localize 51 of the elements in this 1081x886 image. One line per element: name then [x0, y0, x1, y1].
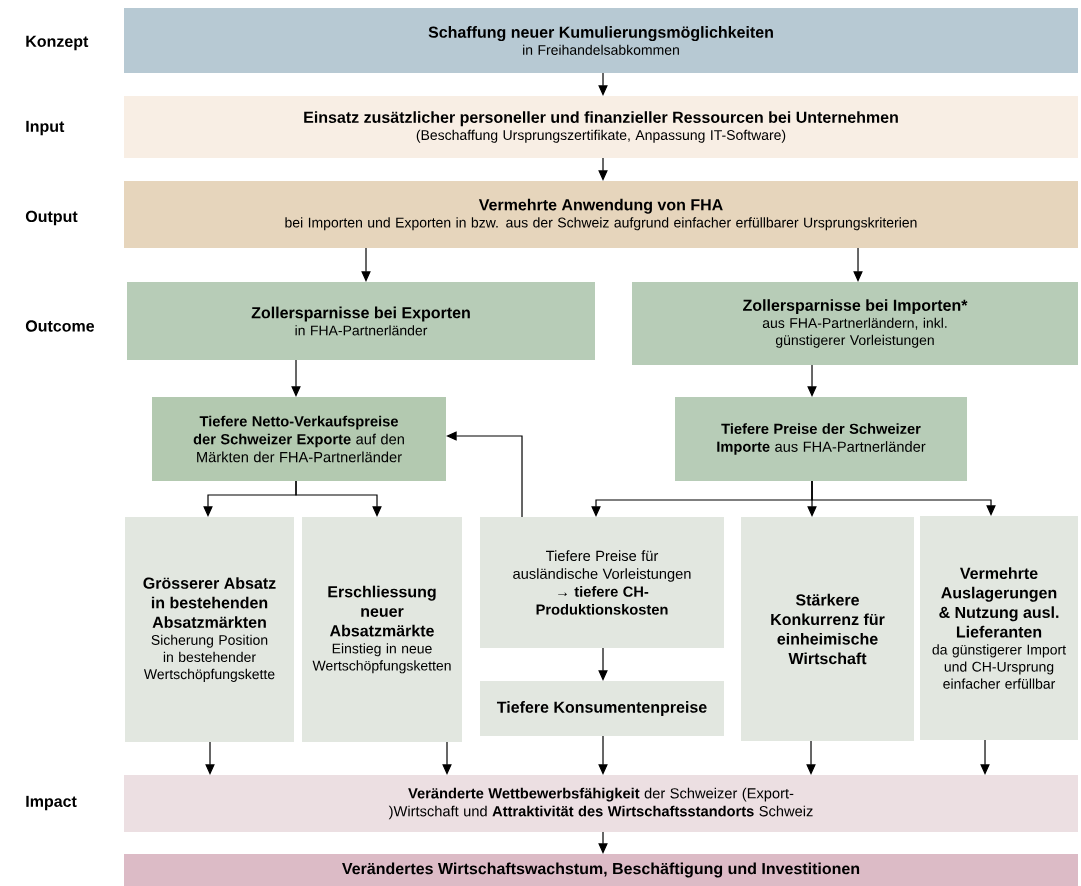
- box-text: Zollersparnisse bei Importen* aus FHA-Partnerländern, inkl. günstigerer Vorleistungen: [743, 299, 968, 348]
- level-label: Output: [25, 210, 78, 226]
- arrow: [807, 364, 817, 397]
- box-text: Vermehrte Auslagerungen & Nutzung ausl. Lieferanten da günstigerer Import und CH-Ursprung einfacher erfüllbar: [932, 567, 1066, 689]
- process-box: [127, 282, 595, 360]
- process-box: [124, 8, 1078, 73]
- process-box: [480, 517, 724, 648]
- arrow: [442, 741, 452, 775]
- box-text: Veränderte Wettbewerbsfähigkeit der Schweizer (Export-)Wirtschaft und Attraktivität des Wirtschaftsstandorts Schweiz: [388, 787, 813, 820]
- arrow: [980, 739, 990, 775]
- process-box: [920, 516, 1078, 740]
- level-label: Outcome: [25, 320, 95, 332]
- arrow: [291, 359, 301, 397]
- process-box: [125, 517, 294, 742]
- box-text: Vermehrte Anwendung von FHA bei Importen und Exporten in bzw. aus der Schweiz aufgrund einfacher erfüllbarer Ursprungskriterien: [285, 198, 917, 231]
- process-box: [124, 96, 1078, 158]
- arrow: [205, 741, 215, 775]
- process-box: [124, 775, 1078, 832]
- arrow: [295, 480, 382, 517]
- process-box: [302, 517, 462, 742]
- arrow: [598, 735, 608, 775]
- arrow: [446, 431, 523, 518]
- box-text: Erschliessung neuer Absatzmärkte Einstieg in neue Wertschöpfungsketten: [312, 585, 451, 674]
- level-label: Konzept: [26, 35, 89, 51]
- arrow: [598, 647, 608, 681]
- level-label: Impact: [26, 795, 77, 811]
- process-box: [124, 181, 1078, 248]
- arrow: [806, 740, 816, 775]
- process-box: [741, 517, 914, 741]
- arrow: [598, 157, 608, 181]
- process-box: [480, 681, 724, 736]
- process-box: [675, 397, 967, 481]
- box-text: Stärkere Konkurrenz für einheimische Wirtschaft: [771, 593, 885, 665]
- box-text: Verändertes Wirtschaftswachstum, Beschäftigung und Investitionen: [342, 862, 860, 878]
- box-text: Einsatz zusätzlicher personeller und finanzieller Ressourcen bei Unternehmen (Beschaffung Ursprungszertifikate, Anpassung IT-Software): [304, 111, 898, 143]
- level-label: Input: [26, 120, 65, 136]
- process-box: [632, 282, 1078, 365]
- box-text: Tiefere Netto-Verkaufspreise der Schweizer Exporte auf den Märkten der FHA-Partnerländer: [193, 415, 404, 463]
- arrow: [598, 72, 608, 96]
- box-text: Tiefere Preise der Schweizer Importe aus FHA-Partnerländer: [717, 423, 926, 455]
- box-text: Zollersparnisse bei Exporten in FHA-Partnerländer: [251, 306, 470, 336]
- box-text: Schaffung neuer Kumulierungsmöglichkeiten in Freihandelsabkommen: [428, 26, 773, 55]
- process-box: [152, 397, 446, 481]
- box-text: Grösserer Absatz in bestehenden Absatzmärkten Sicherung Position in bestehender Wertschöpfungskette: [143, 577, 276, 682]
- box-text: Tiefere Preise für ausländische Vorleistungen → tiefere CH-Produktionskosten: [513, 550, 691, 615]
- arrow: [598, 831, 608, 854]
- process-box: [124, 854, 1078, 886]
- box-text: Tiefere Konsumentenpreise: [497, 701, 707, 716]
- arrow: [361, 247, 371, 282]
- arrow: [853, 247, 863, 282]
- arrow: [811, 480, 996, 516]
